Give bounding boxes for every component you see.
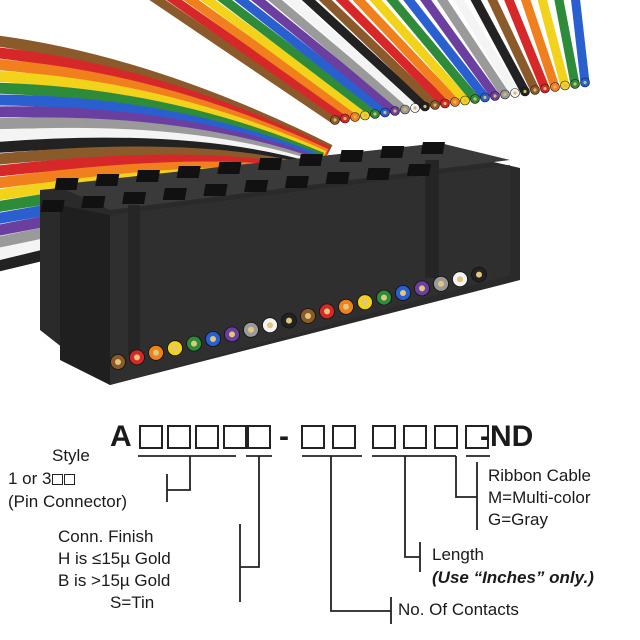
contact-hole xyxy=(284,176,309,188)
wire-top xyxy=(386,0,480,104)
wire-top xyxy=(571,0,590,87)
style-note: (Pin Connector) xyxy=(8,492,128,511)
finish-s: S=Tin xyxy=(110,593,155,612)
cable-gray: G=Gray xyxy=(488,510,548,529)
length-note: (Use “Inches” only.) xyxy=(432,568,594,587)
contact-hole xyxy=(380,146,405,158)
wire-top xyxy=(234,0,390,117)
contact-hole xyxy=(217,162,242,174)
contact-hole xyxy=(366,168,391,180)
style-title: Style xyxy=(52,446,90,465)
wire-top xyxy=(318,0,440,110)
wire-top xyxy=(403,0,490,102)
contact-grid xyxy=(40,142,445,212)
contacts-box-1 xyxy=(301,425,325,449)
ribbon-cable-top xyxy=(149,0,590,125)
wire-top xyxy=(369,0,470,105)
contact-hole xyxy=(203,184,228,196)
finish-b: B is >15µ Gold xyxy=(58,571,171,590)
wire-top xyxy=(554,0,580,89)
wire-top xyxy=(166,0,350,123)
part-dash: - xyxy=(279,420,289,453)
wire-top xyxy=(183,0,360,122)
contact-hole xyxy=(122,192,147,204)
finish-box xyxy=(247,425,271,449)
wire-top xyxy=(504,0,550,93)
wire-top xyxy=(436,0,510,99)
wire-top xyxy=(470,0,530,96)
contact-hole xyxy=(406,164,432,176)
style-box-2 xyxy=(167,425,191,449)
contact-hole xyxy=(176,166,201,178)
contact-hole xyxy=(54,178,79,190)
wire-top xyxy=(420,0,500,101)
contact-hole xyxy=(258,158,283,170)
finish-h: H is ≤15µ Gold xyxy=(58,549,171,568)
wire-top xyxy=(251,0,400,116)
wire-ends xyxy=(110,266,487,370)
wire-top xyxy=(352,0,460,107)
wire-top xyxy=(267,0,410,114)
contact-hole xyxy=(339,150,364,162)
length-box-1 xyxy=(372,425,396,449)
wire-top xyxy=(200,0,370,120)
length-box-3 xyxy=(434,425,458,449)
contact-hole xyxy=(244,180,269,192)
wire-top xyxy=(453,0,520,98)
wire-top xyxy=(284,0,420,113)
contact-hole xyxy=(298,154,323,166)
wire-top xyxy=(537,0,570,90)
contacts-box-2 xyxy=(332,425,356,449)
style-box-3 xyxy=(195,425,219,449)
part-suffix: -ND xyxy=(480,420,534,453)
cable-multicolor: M=Multi-color xyxy=(488,488,591,507)
contact-hole xyxy=(81,196,106,208)
wire-top xyxy=(301,0,430,111)
idc-connector xyxy=(40,77,590,385)
style-option: 1 or 3 xyxy=(8,469,76,489)
style-box-1 xyxy=(139,425,163,449)
cable-title: Ribbon Cable xyxy=(488,466,592,485)
cable-ends-top xyxy=(330,77,590,125)
contact-hole xyxy=(162,188,187,200)
contact-hole xyxy=(420,142,445,154)
wire-top xyxy=(520,0,560,92)
contact-hole xyxy=(40,200,65,212)
length-title: Length xyxy=(432,545,484,564)
contact-hole xyxy=(325,172,350,184)
wire-top xyxy=(217,0,380,119)
wire-top xyxy=(149,0,340,125)
length-box-2 xyxy=(403,425,427,449)
wire-top xyxy=(487,0,540,95)
contact-hole xyxy=(135,170,161,182)
style-box-4 xyxy=(223,425,247,449)
product-photo xyxy=(0,0,590,385)
contacts-label: No. Of Contacts xyxy=(398,600,519,619)
wire-top xyxy=(335,0,450,108)
contact-hole xyxy=(95,174,120,186)
part-prefix: A xyxy=(110,420,132,453)
finish-title: Conn. Finish xyxy=(58,527,154,546)
cable-box xyxy=(465,425,489,449)
